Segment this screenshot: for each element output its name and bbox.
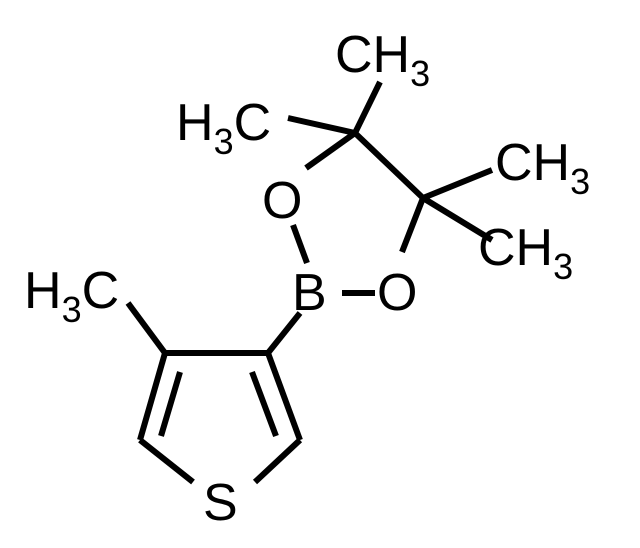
bond-c1-h3c-left [287,115,356,136]
bond-c3-c2-thiophene-double [249,370,279,438]
bond-b-c3 [265,311,303,355]
bond-c4-methyl [125,301,168,355]
label-ch3-top: CH3 [335,26,430,94]
bond-c2-ch3-right-lower [421,195,494,243]
bond-c1-ch3-top [352,80,383,135]
bond-c2-o-lower [399,196,426,254]
label-ch3-right-upper: CH3 [495,134,590,202]
label-boron: B [292,264,327,322]
label-ch3-right-lower: CH3 [478,219,573,287]
bond-c1-c2 [352,130,426,201]
label-h3c-thiophene-methyl: H3C [24,262,119,330]
label-oxygen-lower: O [377,264,417,322]
label-oxygen-upper: O [262,172,302,230]
bond-c4-c5-thiophene-double [158,371,183,437]
bond-c4-c5-thiophene [137,352,168,441]
label-h3c-left-upper: H3C [176,94,271,162]
bond-c2-s [252,437,303,485]
bond-o-upper-b [290,223,310,265]
bond-c3-c2-thiophene [265,351,303,442]
bond-c1-o-upper [304,130,357,171]
bond-c2-ch3-right-upper [421,167,494,201]
bond-c5-s [138,437,195,485]
label-sulfur: S [203,474,238,532]
